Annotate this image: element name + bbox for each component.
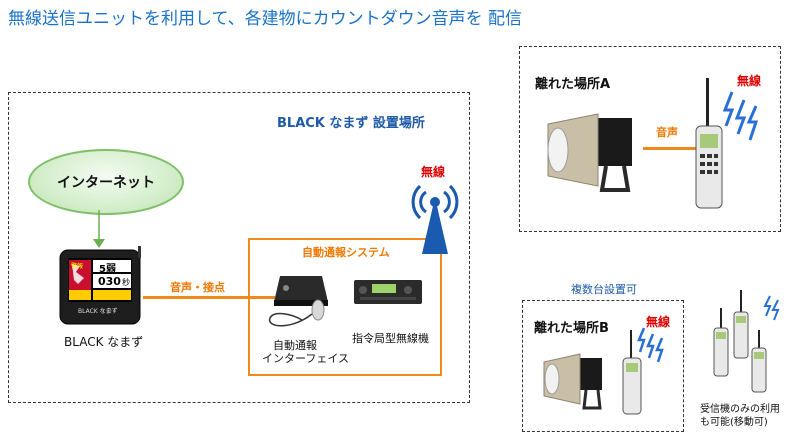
- screen-brand: BLACK なまず: [78, 308, 118, 315]
- remote-location-a-area: [519, 46, 781, 232]
- device-icon: ‹ ○ ›: [59, 246, 141, 325]
- speaker-b-icon: [543, 353, 602, 410]
- multiple-units-note: 複数台設置可: [571, 283, 637, 296]
- base-radio-caption: 指令局型無線機: [352, 332, 429, 345]
- antenna-wireless-label: 無線: [421, 165, 446, 179]
- auto-system-frame: [248, 238, 442, 376]
- device-caption: BLACK なまず: [64, 335, 144, 349]
- audio-label-a: 音声: [656, 126, 678, 139]
- audio-contact-line: [143, 296, 275, 299]
- remote-b-label: 離れた場所B: [534, 321, 609, 336]
- audio-line-a: [643, 147, 699, 150]
- black-namazu-device: ‹ ○ › 警報 5弱 030 秒 BLACK なまず: [58, 246, 142, 325]
- base-radio-icon: [354, 280, 422, 304]
- main-installation-area: [8, 92, 470, 403]
- signal-a-icon: [722, 91, 759, 141]
- internet-arrow: [93, 210, 105, 248]
- screen-countdown: 030: [98, 275, 121, 288]
- screen-badge: 警報: [71, 263, 84, 270]
- handheld-radio-a-icon: [695, 78, 723, 209]
- main-area-label: BLACK なまず 設置場所: [277, 116, 425, 131]
- handheld-radio-b-icon: [622, 330, 642, 415]
- remote-location-b-area: [522, 300, 684, 432]
- interface-caption-1: 自動通報: [273, 339, 317, 352]
- signal-b-icon: [637, 327, 664, 363]
- speaker-a-icon: [547, 113, 632, 192]
- audio-contact-label: 音声・接点: [170, 281, 225, 294]
- screen-unit: 秒: [122, 278, 130, 287]
- internet-bubble: インターネット: [28, 149, 184, 215]
- internet-label: インターネット: [57, 175, 155, 191]
- interface-caption-2: インターフェイス: [262, 352, 350, 365]
- receiver-note-1: 受信機のみの利用: [700, 404, 780, 415]
- screen-intensity: 5弱: [99, 264, 116, 275]
- remote-a-wireless-label: 無線: [737, 74, 762, 88]
- auto-system-label: 自動通報システム: [302, 246, 390, 259]
- interface-device-icon: [269, 276, 328, 327]
- receiver-note-2: も可能(移動可): [700, 417, 768, 428]
- page-title: 無線送信ユニットを利用して、各建物にカウントダウン音声を 配信: [8, 9, 523, 29]
- svg-text:‹ ○ ›: ‹ ○ ›: [102, 307, 116, 314]
- remote-a-label: 離れた場所A: [535, 77, 611, 92]
- receiver-handhelds-icon: [713, 290, 780, 393]
- antenna-tower-icon: [411, 184, 459, 254]
- remote-b-wireless-label: 無線: [646, 315, 671, 329]
